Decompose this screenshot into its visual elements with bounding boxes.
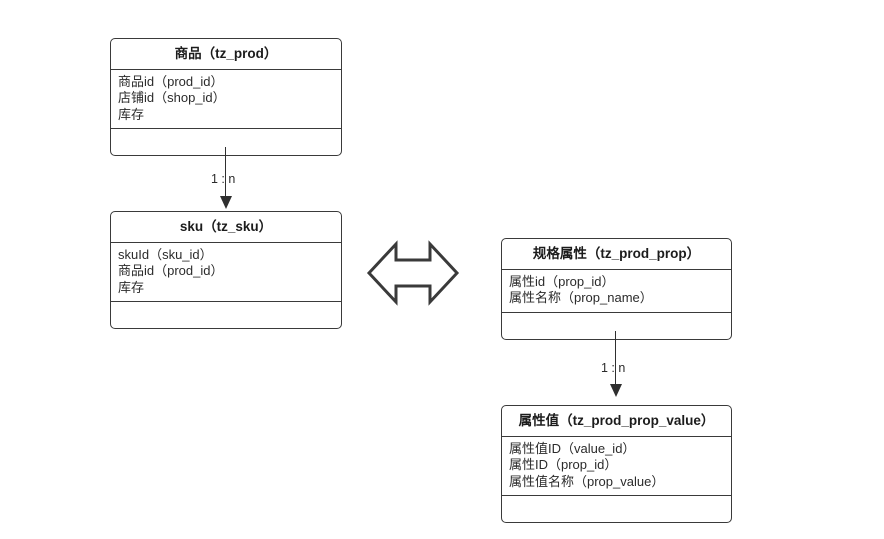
attribute-row: 库存 bbox=[118, 279, 145, 295]
double-arrow-icon bbox=[366, 240, 460, 306]
attribute-row: skuId（sku_id） bbox=[118, 246, 213, 262]
attribute-row: 库存 bbox=[118, 106, 145, 122]
relation-line bbox=[615, 331, 616, 385]
entity-divider bbox=[111, 128, 341, 129]
entity-divider bbox=[502, 435, 731, 437]
attribute-row: 商品id（prod_id） bbox=[118, 73, 224, 89]
entity-divider bbox=[502, 268, 731, 270]
relation-line bbox=[225, 147, 226, 197]
relation-label: 1 : n bbox=[211, 172, 236, 186]
entity-header-tz-prod-prop: 规格属性（tz_prod_prop） bbox=[532, 246, 701, 261]
entity-attributes-tz-prod-prop: 属性id（prop_id） 属性名称（prop_name） bbox=[502, 270, 731, 312]
entity-divider bbox=[502, 311, 731, 313]
entity-tz-sku[interactable]: sku（tz_sku） skuId（sku_id） 商品id（prod_id） … bbox=[110, 211, 342, 329]
entity-tz-prod[interactable]: 商品（tz_prod） 商品id（prod_id） 店铺id（shop_id） … bbox=[110, 38, 342, 156]
entity-header-tz-prod-prop-value: 属性值（tz_prod_prop_value） bbox=[518, 413, 715, 428]
entity-footer-tz-prod-prop-value bbox=[502, 496, 731, 522]
entity-tz-prod-prop[interactable]: 规格属性（tz_prod_prop） 属性id（prop_id） 属性名称（pr… bbox=[501, 238, 732, 340]
entity-header-tz-sku: sku（tz_sku） bbox=[179, 219, 273, 234]
entity-divider bbox=[502, 495, 731, 496]
relation-label: 1 : n bbox=[601, 361, 626, 375]
entity-divider bbox=[111, 241, 341, 243]
attribute-row: 店铺id（shop_id） bbox=[118, 90, 226, 105]
attribute-row: 属性ID（prop_id） bbox=[509, 457, 618, 472]
entity-divider bbox=[111, 301, 341, 302]
relation-double-arrow-sku-prop bbox=[366, 236, 460, 310]
attribute-row: 商品id（prod_id） bbox=[118, 263, 224, 278]
entity-footer-tz-prod-prop bbox=[502, 313, 731, 339]
entity-header-tz-prod: 商品（tz_prod） bbox=[174, 46, 278, 61]
entity-footer-tz-sku bbox=[111, 302, 341, 328]
attribute-row: 属性值ID（value_id） bbox=[509, 440, 636, 456]
attribute-row: 属性值名称（prop_value） bbox=[509, 473, 665, 489]
relation-arrowhead bbox=[609, 384, 622, 397]
entity-tz-prod-prop-value[interactable]: 属性值（tz_prod_prop_value） 属性值ID（value_id） … bbox=[501, 405, 732, 523]
entity-footer-tz-prod bbox=[111, 129, 341, 155]
relation-arrowhead bbox=[219, 196, 232, 209]
attribute-row: 属性id（prop_id） bbox=[509, 273, 615, 289]
entity-divider bbox=[111, 68, 341, 70]
attribute-row: 属性名称（prop_name） bbox=[509, 290, 653, 305]
entity-attributes-tz-prod-prop-value: 属性值ID（value_id） 属性ID（prop_id） 属性值名称（prop… bbox=[502, 437, 731, 496]
entity-attributes-tz-prod: 商品id（prod_id） 店铺id（shop_id） 库存 bbox=[111, 70, 341, 129]
entity-attributes-tz-sku: skuId（sku_id） 商品id（prod_id） 库存 bbox=[111, 243, 341, 302]
